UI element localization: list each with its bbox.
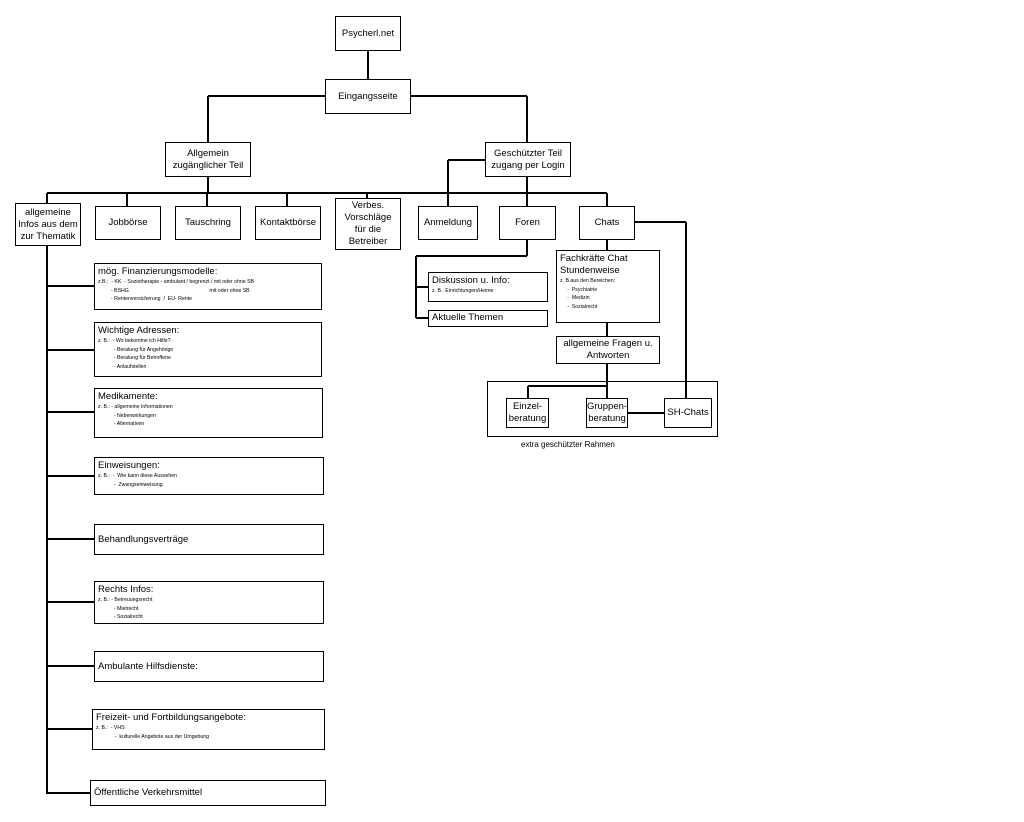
node-anmeldung: Anmeldung: [418, 206, 478, 240]
info-freizeit-fortbildung: Freizeit- und Fortbildungsangebote: z. B…: [92, 709, 325, 750]
node-aktuelle-themen: Aktuelle Themen: [428, 310, 548, 327]
node-tauschring: Tauschring: [175, 206, 241, 240]
node-chats: Chats: [579, 206, 635, 240]
info-ambulante-hilfsdienste: Ambulante Hilfsdienste:: [94, 651, 324, 682]
node-jobboerse: Jobbörse: [95, 206, 161, 240]
node-verbes-vorschlaege: Verbes. Vorschläge für die Betreiber: [335, 198, 401, 250]
info-oeffentliche-verkehrsmittel: Öffentliche Verkehrsmittel: [90, 780, 326, 806]
node-diskussion-info: Diskussion u. Info: z. B.: Einrichtungen…: [428, 272, 548, 302]
info-medikamente: Medikamente: z. B.: - allgemeine Informa…: [94, 388, 323, 438]
protected-frame: [487, 381, 718, 437]
node-fachkraefte-chat: Fachkräfte Chat Stundenweise z. B.aus de…: [556, 250, 660, 323]
info-einweisungen: Einweisungen: z. B.: - Wie kann diese Au…: [94, 457, 324, 495]
node-eingangsseite: Eingangsseite: [325, 79, 411, 114]
node-foren: Foren: [499, 206, 556, 240]
node-allgemein-zugaenglich: Allgemein zugänglicher Teil: [165, 142, 251, 177]
node-kontaktboerse: Kontaktbörse: [255, 206, 321, 240]
info-wichtige-adressen: Wichtige Adressen: z. B.: - Wo bekomme i…: [94, 322, 322, 377]
node-sh-chats: SH-Chats: [664, 398, 712, 428]
node-allgemeine-infos: allgemeine Infos aus dem zur Thematik: [15, 203, 81, 246]
info-behandlungsvertraege: Behandlungsverträge: [94, 524, 324, 555]
node-geschuetzter-teil: Geschützter Teil zugang per Login: [485, 142, 571, 177]
info-rechts-infos: Rechts Infos: z. B.: - Betreuungsrecht -…: [94, 581, 324, 624]
node-einzelberatung: Einzel- beratung: [506, 398, 549, 428]
node-allgemeine-fragen: allgemeine Fragen u. Antworten: [556, 336, 660, 364]
node-psycherl-net: Psycherl.net: [335, 16, 401, 51]
node-gruppenberatung: Gruppen- beratung: [586, 398, 628, 428]
info-finanzierungsmodelle: mög. Finanzierungsmodelle: z.B.: - KK - …: [94, 263, 322, 310]
frame-caption: extra geschützter Rahmen: [521, 440, 615, 449]
